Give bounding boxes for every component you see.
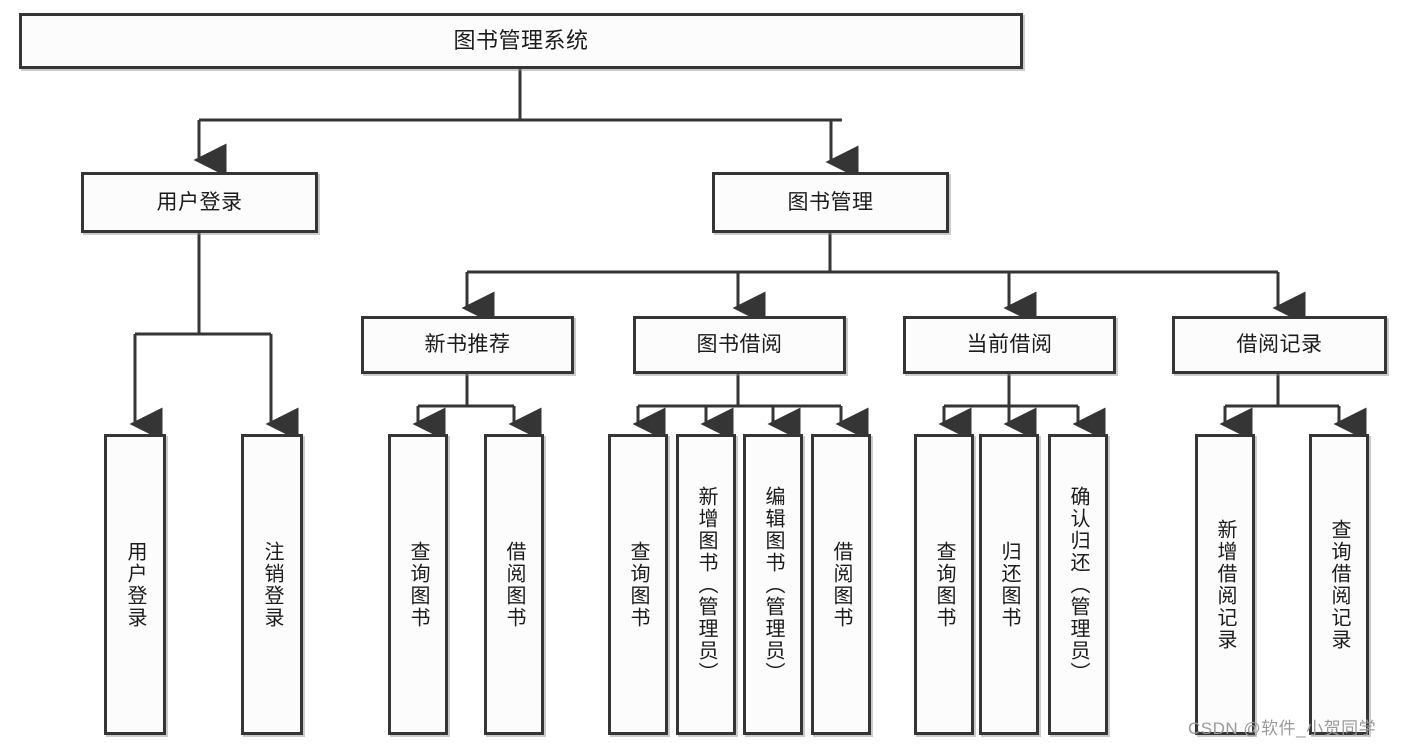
node-new-book-recommend-label: 新书推荐: [424, 333, 511, 357]
leaf-add-book-admin-label: 新增图书（管理员）: [695, 485, 717, 684]
leaf-current-query-book[interactable]: 查询图书: [914, 434, 974, 735]
leaf-edit-book-admin-label: 编辑图书（管理员）: [762, 485, 784, 684]
leaf-add-book-admin[interactable]: 新增图书（管理员）: [676, 434, 736, 735]
leaf-new-book-query-label: 查询图书: [407, 540, 429, 629]
leaf-borrow-book[interactable]: 借阅图书: [811, 434, 871, 735]
watermark: CSDN @软件_小贺同学: [1188, 719, 1377, 738]
node-root-label: 图书管理系统: [453, 27, 589, 53]
node-root[interactable]: 图书管理系统: [19, 13, 1023, 69]
leaf-add-borrow-record[interactable]: 新增借阅记录: [1195, 434, 1255, 735]
leaf-borrow-query-book[interactable]: 查询图书: [608, 434, 668, 735]
leaf-logout-label: 注销登录: [261, 540, 283, 629]
node-borrow-record-label: 借阅记录: [1236, 333, 1323, 357]
leaf-add-borrow-record-label: 新增借阅记录: [1214, 518, 1236, 651]
leaf-user-login-label: 用户登录: [124, 540, 146, 629]
node-current-borrow-label: 当前借阅: [966, 333, 1053, 357]
leaf-confirm-return-admin[interactable]: 确认归还（管理员）: [1048, 434, 1108, 735]
leaf-edit-book-admin[interactable]: 编辑图书（管理员）: [743, 434, 803, 735]
leaf-return-book[interactable]: 归还图书: [979, 434, 1039, 735]
leaf-current-query-book-label: 查询图书: [933, 540, 955, 629]
node-book-borrow-label: 图书借阅: [696, 333, 783, 357]
node-book-management-label: 图书管理: [787, 190, 874, 214]
leaf-logout[interactable]: 注销登录: [241, 434, 303, 735]
node-borrow-record[interactable]: 借阅记录: [1172, 316, 1387, 374]
leaf-query-borrow-record-label: 查询借阅记录: [1328, 518, 1350, 651]
leaf-user-login[interactable]: 用户登录: [104, 434, 166, 735]
node-user-login[interactable]: 用户登录: [81, 172, 318, 233]
node-book-management[interactable]: 图书管理: [712, 172, 949, 233]
leaf-new-book-borrow-label: 借阅图书: [503, 540, 525, 629]
leaf-borrow-query-book-label: 查询图书: [627, 540, 649, 629]
leaf-new-book-borrow[interactable]: 借阅图书: [484, 434, 544, 735]
leaf-query-borrow-record[interactable]: 查询借阅记录: [1309, 434, 1369, 735]
leaf-confirm-return-admin-label: 确认归还（管理员）: [1067, 485, 1089, 684]
node-current-borrow[interactable]: 当前借阅: [903, 316, 1116, 374]
leaf-return-book-label: 归还图书: [998, 540, 1020, 629]
node-user-login-label: 用户登录: [156, 190, 243, 214]
leaf-new-book-query[interactable]: 查询图书: [388, 434, 448, 735]
node-book-borrow[interactable]: 图书借阅: [633, 316, 846, 374]
leaf-borrow-book-label: 借阅图书: [830, 540, 852, 629]
node-new-book-recommend[interactable]: 新书推荐: [361, 316, 574, 374]
